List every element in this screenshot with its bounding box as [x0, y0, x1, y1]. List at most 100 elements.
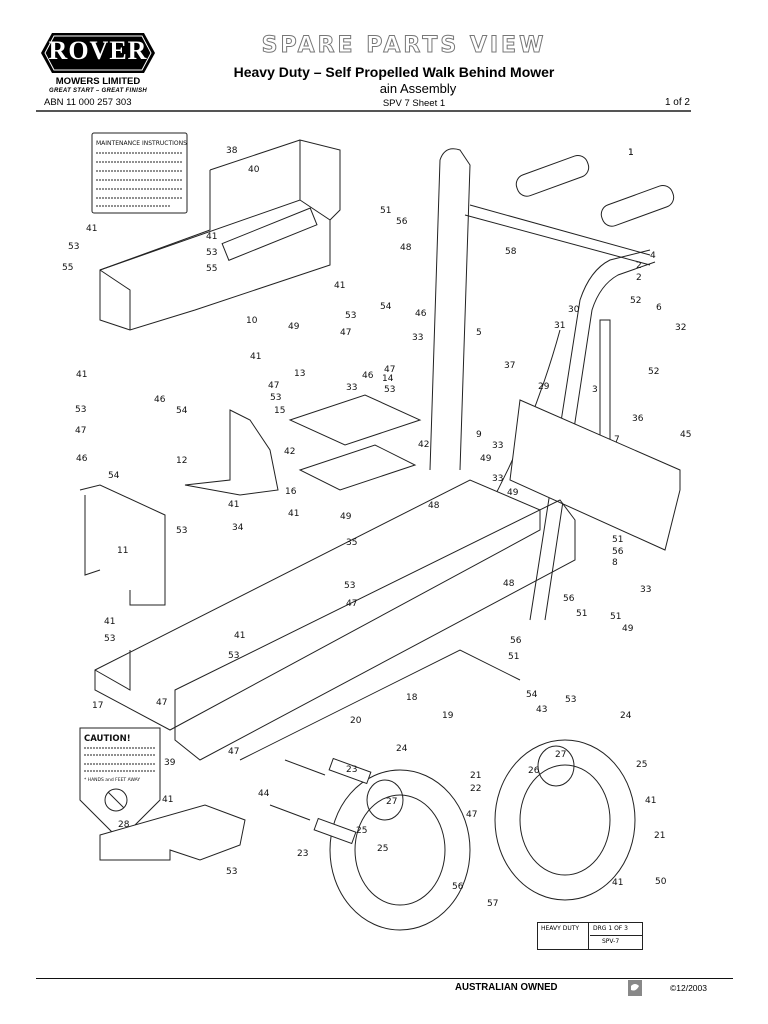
callout-part-47: 47 — [384, 365, 395, 375]
callout-part-27: 27 — [386, 797, 397, 807]
callout-part-41: 41 — [334, 281, 345, 291]
callout-part-41: 41 — [288, 509, 299, 519]
callout-part-30: 30 — [568, 305, 580, 315]
callout-part-5: 5 — [476, 328, 482, 338]
callout-part-46: 46 — [76, 454, 88, 464]
callout-part-7: 7 — [614, 435, 620, 445]
callout-part-1: 1 — [628, 148, 634, 158]
callout-part-47: 47 — [346, 599, 357, 609]
callout-part-33: 33 — [640, 585, 651, 595]
callout-part-45: 45 — [680, 430, 691, 440]
callout-part-52: 52 — [630, 296, 641, 306]
logo-wordmark: ROVER — [48, 36, 148, 65]
callout-part-51: 51 — [380, 206, 391, 216]
callout-part-48: 48 — [428, 501, 440, 511]
callout-part-42: 42 — [284, 447, 295, 457]
abn-number: ABN 11 000 257 303 — [44, 97, 132, 108]
callout-part-31: 31 — [554, 321, 565, 331]
part-quadrant — [184, 409, 279, 496]
callout-part-53: 53 — [345, 311, 356, 321]
callout-part-29: 29 — [538, 382, 550, 392]
callout-part-8: 8 — [612, 558, 618, 568]
callout-part-41: 41 — [250, 352, 261, 362]
callout-part-47: 47 — [156, 698, 167, 708]
callout-part-36: 36 — [632, 414, 644, 424]
callout-part-48: 48 — [503, 579, 515, 589]
callout-part-49: 49 — [507, 488, 519, 498]
callout-part-41: 41 — [162, 795, 173, 805]
maintenance-decal: MAINTENANCE INSTRUCTIONS — [91, 132, 188, 214]
callout-part-20: 20 — [350, 716, 362, 726]
part-bracket-11 — [79, 484, 166, 606]
callout-part-47: 47 — [340, 328, 351, 338]
page-title: SPARE PARTS VIEW — [261, 33, 547, 59]
callout-part-53: 53 — [68, 242, 79, 252]
callout-part-16: 16 — [285, 487, 297, 497]
callout-part-41: 41 — [228, 500, 239, 510]
callout-part-56: 56 — [612, 547, 624, 557]
callout-part-37: 37 — [504, 361, 515, 371]
callout-part-25: 25 — [636, 760, 647, 770]
callout-part-35: 35 — [346, 538, 357, 548]
exploded-parts-diagram: MAINTENANCE INSTRUCTIONS — [0, 112, 768, 962]
callout-part-55: 55 — [62, 263, 73, 273]
callout-part-24: 24 — [620, 711, 632, 721]
diagram-canvas: MAINTENANCE INSTRUCTIONS — [62, 132, 691, 931]
callout-part-34: 34 — [232, 523, 244, 533]
callout-part-54: 54 — [380, 302, 392, 312]
callout-part-38: 38 — [226, 146, 238, 156]
callout-part-47: 47 — [466, 810, 477, 820]
callout-part-53: 53 — [565, 695, 576, 705]
callout-part-57: 57 — [487, 899, 498, 909]
callout-part-10: 10 — [246, 316, 258, 326]
callout-part-53: 53 — [228, 651, 239, 661]
drawing-title-block: HEAVY DUTY DRG 1 OF 3 SPV-7 — [537, 922, 643, 950]
callout-part-1: 1 — [628, 148, 634, 158]
callout-part-56: 56 — [563, 594, 575, 604]
callout-part-26: 26 — [528, 766, 540, 776]
callout-part-41: 41 — [86, 224, 97, 234]
callout-part-33: 33 — [492, 441, 503, 451]
sheet-ref: SPV 7 Sheet 1 — [382, 98, 446, 109]
callout-part-51: 51 — [508, 652, 519, 662]
callout-part-54: 54 — [176, 406, 188, 416]
footer-date: ©12/2003 — [670, 983, 707, 993]
part-grips — [515, 154, 675, 227]
callout-part-53: 53 — [176, 526, 187, 536]
callout-part-53: 53 — [75, 405, 86, 415]
callout-part-11: 11 — [117, 546, 128, 556]
header-rule-left — [36, 110, 341, 112]
callout-part-17: 17 — [92, 701, 103, 711]
caution-decal-title: CAUTION! — [84, 734, 131, 744]
callout-part-47: 47 — [75, 426, 86, 436]
callout-part-23: 23 — [346, 765, 357, 775]
caution-decal: CAUTION! * HANDS and FEET AWAY — [79, 727, 161, 841]
callout-part-27: 27 — [555, 750, 566, 760]
callout-part-21: 21 — [654, 831, 665, 841]
part-catcher-housing — [99, 139, 341, 331]
callout-part-33: 33 — [346, 383, 357, 393]
callout-part-6: 6 — [656, 303, 662, 313]
callout-part-51: 51 — [610, 612, 621, 622]
part-main-frame — [94, 479, 576, 761]
callout-part-4: 4 — [650, 251, 656, 261]
callout-part-9: 9 — [476, 430, 482, 440]
callout-part-44: 44 — [258, 789, 270, 799]
callout-part-53: 53 — [270, 393, 281, 403]
callout-part-19: 19 — [442, 711, 454, 721]
logo-badge-shape — [41, 33, 155, 73]
callout-part-32: 32 — [675, 323, 686, 333]
callout-part-42: 42 — [418, 440, 429, 450]
part-plates — [288, 394, 422, 491]
callout-part-56: 56 — [396, 217, 408, 227]
callout-part-53: 53 — [384, 385, 395, 395]
callout-part-46: 46 — [154, 395, 166, 405]
callout-part-22: 22 — [470, 784, 481, 794]
callout-part-2: 2 — [636, 273, 642, 283]
callout-part-53: 53 — [104, 634, 115, 644]
part-axles — [269, 757, 372, 845]
callout-part-13: 13 — [294, 369, 305, 379]
header-rule-right — [341, 110, 691, 112]
callout-part-2: 2 — [636, 261, 642, 271]
